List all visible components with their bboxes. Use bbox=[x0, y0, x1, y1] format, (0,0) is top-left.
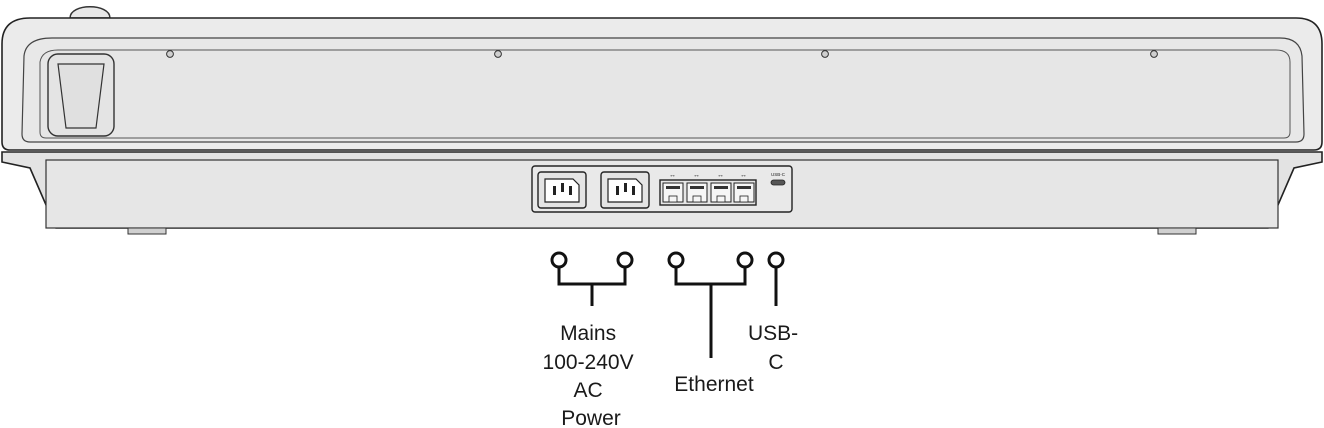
screw bbox=[166, 50, 174, 58]
power-callout: Mains 100-240V AC Power bbox=[543, 251, 640, 428]
usb-c-port-label: USB-C bbox=[771, 172, 786, 177]
screws bbox=[166, 50, 1158, 58]
power-callout-line: 100-240V bbox=[543, 351, 634, 374]
power-callout-line: Power bbox=[561, 407, 621, 428]
screw bbox=[494, 50, 502, 58]
usb-callout-line: USB- bbox=[748, 322, 798, 345]
usb-callout-label: USB- C bbox=[748, 322, 804, 374]
ethernet-port-1: ↔ bbox=[662, 172, 684, 203]
power-callout-line: AC bbox=[573, 379, 602, 402]
callout-bracket bbox=[557, 267, 627, 306]
ethernet-port-4: ↔ bbox=[733, 172, 755, 203]
ethernet-port-2: ↔ bbox=[686, 172, 708, 203]
usb-c-port: USB-C bbox=[770, 172, 786, 186]
svg-text:↔: ↔ bbox=[669, 172, 676, 179]
ethernet-callout-label: Ethernet bbox=[674, 373, 754, 396]
ethernet-port-3: ↔ bbox=[710, 172, 732, 203]
svg-text:↔: ↔ bbox=[740, 172, 747, 179]
svg-text:↔: ↔ bbox=[717, 172, 724, 179]
left-panel-detail-inner bbox=[57, 63, 105, 129]
top-knob bbox=[69, 6, 111, 19]
connector-panel: ↔ ↔ ↔ ↔ bbox=[531, 165, 793, 213]
ethernet-callout-line: Ethernet bbox=[674, 373, 754, 396]
ethernet-callout: Ethernet bbox=[667, 251, 754, 396]
screw bbox=[1150, 50, 1158, 58]
power-inlet-2 bbox=[600, 171, 650, 209]
power-callout-line: Mains bbox=[560, 322, 616, 345]
power-inlet-1 bbox=[537, 171, 587, 209]
power-callout-label: Mains 100-240V AC Power bbox=[543, 322, 640, 428]
callout-ring bbox=[736, 251, 754, 269]
screw bbox=[821, 50, 829, 58]
face-panel bbox=[39, 49, 1291, 139]
callout-ring bbox=[767, 251, 785, 269]
usb-callout: USB- C bbox=[748, 251, 804, 374]
callout-bracket bbox=[674, 267, 747, 358]
foot-right bbox=[1157, 227, 1197, 235]
device-body bbox=[1, 6, 1323, 235]
ethernet-port-block: ↔ ↔ ↔ ↔ bbox=[659, 172, 757, 206]
callout-ring bbox=[667, 251, 685, 269]
foot-left bbox=[127, 227, 167, 235]
svg-text:↔: ↔ bbox=[693, 172, 700, 179]
callout-ring bbox=[616, 251, 634, 269]
usb-callout-line: C bbox=[768, 351, 783, 374]
callout-ring bbox=[550, 251, 568, 269]
